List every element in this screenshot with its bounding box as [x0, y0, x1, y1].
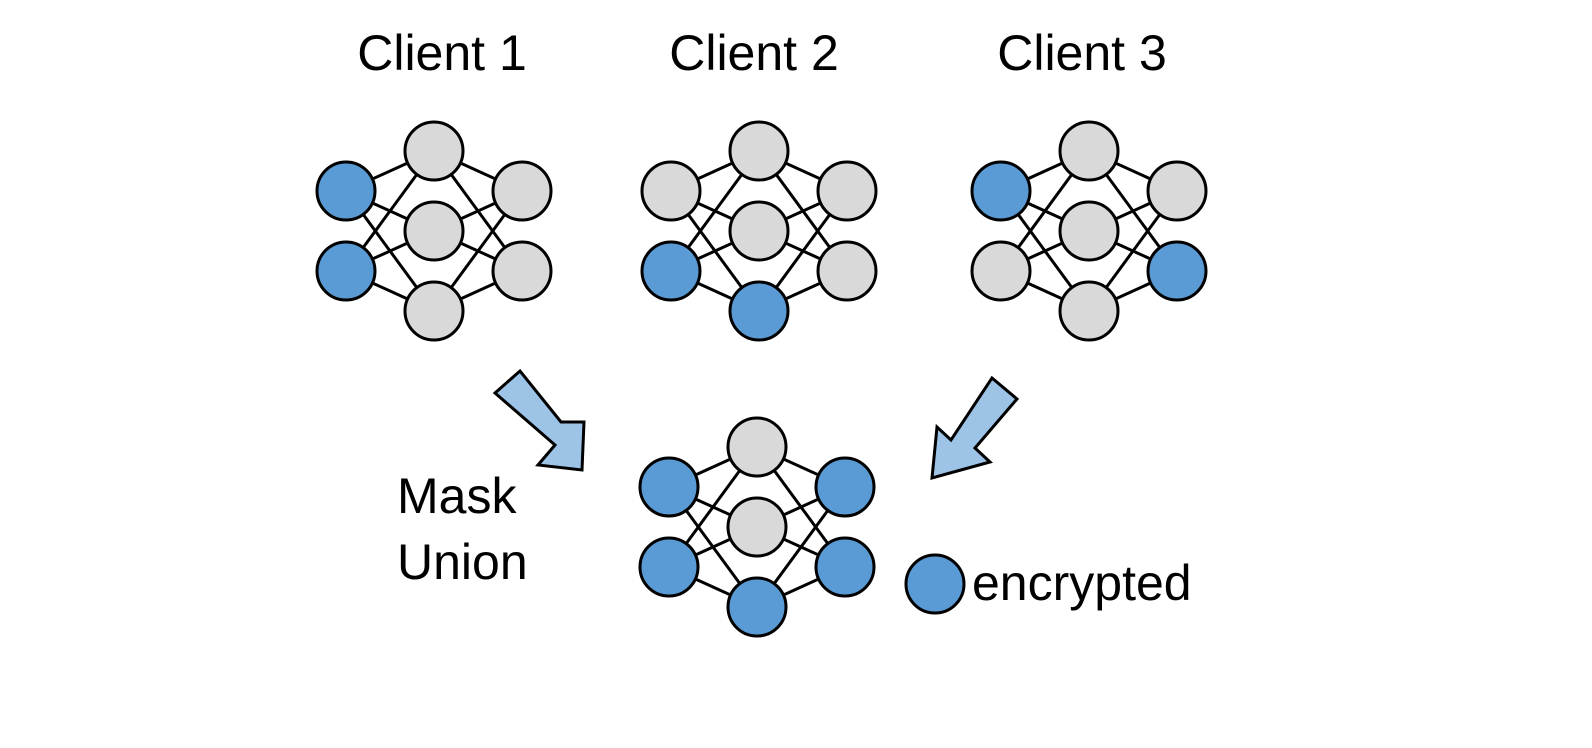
encrypted-node — [638, 456, 700, 518]
plain-node — [1058, 120, 1120, 182]
legend-label: encrypted — [972, 555, 1192, 611]
plain-node — [491, 160, 553, 222]
plain-node — [970, 240, 1032, 302]
client-3-title: Client 3 — [997, 25, 1167, 81]
plain-node — [726, 496, 788, 558]
plain-node — [728, 200, 790, 262]
plain-node — [403, 200, 465, 262]
plain-node — [1058, 200, 1120, 262]
plain-node — [1146, 160, 1208, 222]
aggregate-network — [638, 416, 876, 638]
encrypted-node — [638, 536, 700, 598]
encrypted-node — [315, 240, 377, 302]
mask-union-label-line2: Union — [397, 534, 528, 590]
arrow-client1-to-union — [492, 368, 586, 472]
mask-union-label-line1: Mask — [397, 468, 517, 524]
encrypted-node — [640, 240, 702, 302]
plain-node — [726, 416, 788, 478]
plain-node — [816, 240, 878, 302]
plain-node — [403, 120, 465, 182]
encrypted-node — [814, 456, 876, 518]
client-2-title: Client 2 — [669, 25, 839, 81]
encrypted-node — [315, 160, 377, 222]
plain-node — [403, 280, 465, 342]
encrypted-node — [970, 160, 1032, 222]
encrypted-node-icon — [904, 553, 966, 615]
encrypted-node — [814, 536, 876, 598]
plain-node — [728, 120, 790, 182]
plain-node — [491, 240, 553, 302]
client-3-network — [970, 120, 1208, 342]
client-1-title: Client 1 — [357, 25, 527, 81]
plain-node — [1058, 280, 1120, 342]
plain-node — [816, 160, 878, 222]
mask-union-label: Mask Union — [397, 463, 528, 595]
encrypted-node — [1146, 240, 1208, 302]
client-1-network — [315, 120, 553, 342]
arrow-client3-to-union — [930, 375, 1020, 481]
plain-node — [640, 160, 702, 222]
encrypted-node — [728, 280, 790, 342]
client-2-network — [640, 120, 878, 342]
encrypted-node — [726, 576, 788, 638]
